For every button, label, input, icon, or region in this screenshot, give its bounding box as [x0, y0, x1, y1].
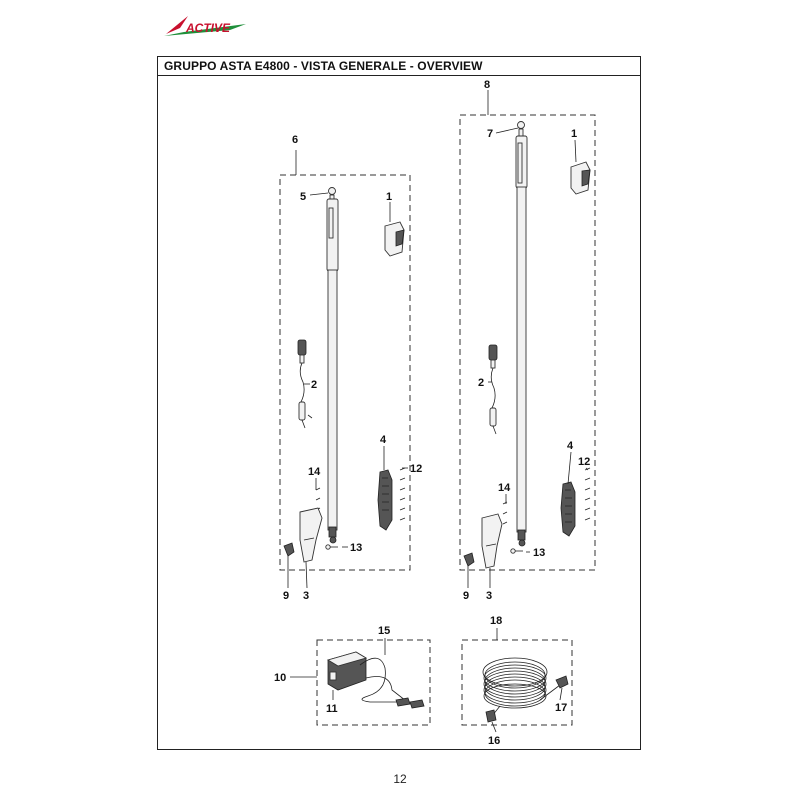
- pole-right: [515, 121, 528, 547]
- spiral-cable-right: [488, 344, 498, 435]
- group-box-cable: [461, 639, 573, 726]
- head-clamp-right: [570, 161, 591, 195]
- callout-16: 16: [488, 735, 500, 747]
- callout-12-left: 12: [410, 463, 422, 475]
- leader-lines: [287, 90, 589, 733]
- callout-18: 18: [490, 615, 502, 627]
- callout-8: 8: [484, 79, 490, 91]
- title-bar: GRUPPO ASTA E4800 - VISTA GENERALE - OVE…: [158, 57, 640, 76]
- handle-right: [560, 481, 576, 537]
- nut-9-left: [283, 542, 295, 557]
- pole-left: [326, 187, 339, 544]
- callout-17: 17: [555, 702, 567, 714]
- screws-14-right: [502, 501, 508, 525]
- screw-13-right: [510, 548, 523, 554]
- callout-2-right: 2: [478, 377, 484, 389]
- callout-7: 7: [487, 128, 493, 140]
- group-box-charger: [316, 639, 431, 726]
- callout-1-left: 1: [386, 191, 392, 203]
- grip-left: [299, 507, 323, 563]
- diagram-frame: GRUPPO ASTA E4800 - VISTA GENERALE - OVE…: [157, 56, 641, 750]
- grip-right: [481, 513, 503, 569]
- active-logo: ACTIVE: [164, 16, 246, 36]
- callout-3-right: 3: [486, 590, 492, 602]
- screws-12-right: [584, 467, 591, 521]
- callout-13-right: 13: [533, 547, 545, 559]
- screws-12-left: [399, 467, 406, 521]
- callout-15: 15: [378, 625, 390, 637]
- charger-unit: [326, 651, 368, 691]
- screws-14-left: [315, 487, 321, 511]
- brand-name: ACTIVE: [185, 21, 231, 35]
- callout-10: 10: [274, 672, 286, 684]
- callout-6: 6: [292, 134, 298, 146]
- callout-9-left: 9: [283, 590, 289, 602]
- callout-2-left: 2: [311, 379, 317, 391]
- group-box-8: [459, 114, 596, 571]
- callout-13-left: 13: [350, 542, 362, 554]
- callouts: 6 5 1 2 4 12 14 13 9 3 8 7 1 2 4 12 14 1…: [274, 79, 590, 747]
- callout-1-right: 1: [571, 128, 577, 140]
- charger-cable: [359, 657, 425, 709]
- callout-14-left: 14: [308, 466, 321, 478]
- callout-3-left: 3: [303, 590, 309, 602]
- page-title: GRUPPO ASTA E4800 - VISTA GENERALE - OVE…: [164, 59, 483, 73]
- callout-5: 5: [300, 191, 306, 203]
- group-box-6: [279, 174, 411, 571]
- handle-left: [377, 469, 393, 531]
- callout-11: 11: [326, 703, 338, 715]
- callout-4-left: 4: [380, 434, 387, 446]
- spiral-cable-left: [297, 339, 313, 429]
- callout-9-right: 9: [463, 590, 469, 602]
- callout-14-right: 14: [498, 482, 511, 494]
- nut-9-right: [463, 552, 475, 567]
- screw-13-left: [325, 544, 338, 550]
- page-number: 12: [393, 772, 407, 786]
- head-clamp-left: [384, 221, 405, 257]
- callout-4-right: 4: [567, 440, 574, 452]
- callout-12-right: 12: [578, 456, 590, 468]
- cable-coil: [482, 657, 569, 723]
